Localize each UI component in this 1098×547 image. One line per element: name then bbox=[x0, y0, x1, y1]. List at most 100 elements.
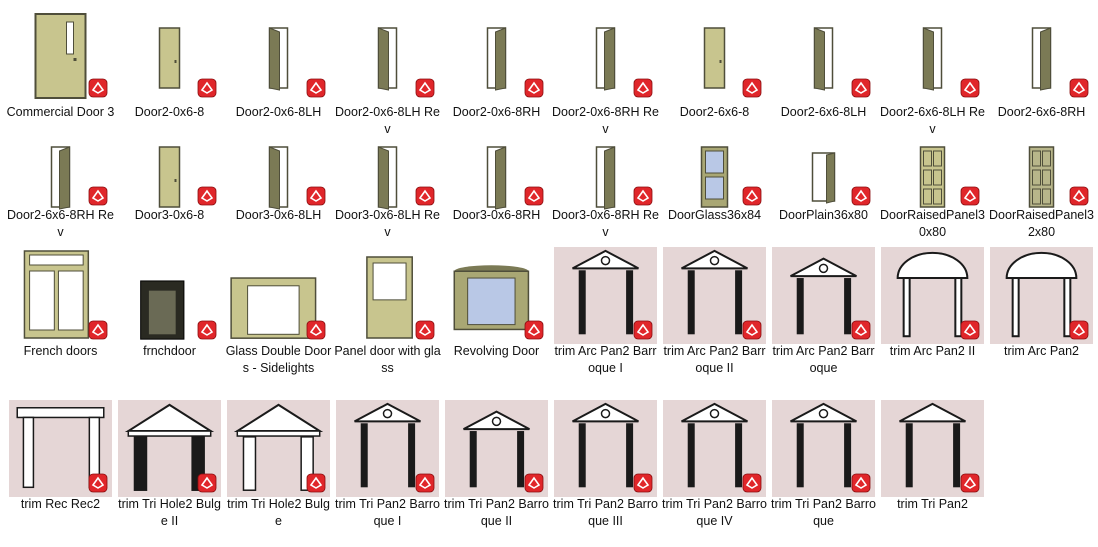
sketchup-file-icon bbox=[633, 186, 653, 206]
component-item[interactable]: Door2-0x6-8RH Rev bbox=[551, 0, 660, 547]
component-thumbnail bbox=[9, 400, 112, 497]
component-thumbnail bbox=[227, 140, 330, 210]
component-label: Door2-6x6-8LH bbox=[780, 105, 867, 119]
sketchup-file-icon bbox=[415, 320, 435, 340]
sketchup-file-icon bbox=[88, 78, 108, 98]
component-label: DoorGlass36x84 bbox=[667, 208, 762, 222]
component-thumbnail bbox=[990, 10, 1093, 102]
sketchup-file-icon bbox=[742, 320, 762, 340]
sketchup-file-icon bbox=[633, 78, 653, 98]
component-item[interactable]: Door2-0x6-8 bbox=[115, 0, 224, 547]
component-item[interactable]: trim Arc Pan2 Barroque I bbox=[551, 0, 660, 547]
component-item[interactable]: trim Tri Hole2 Bulge II bbox=[115, 0, 224, 547]
component-item[interactable]: trim Rec Rec2 bbox=[6, 0, 115, 547]
sketchup-file-icon bbox=[197, 78, 217, 98]
sketchup-file-icon bbox=[524, 78, 544, 98]
component-item[interactable]: Door2-6x6-8LH bbox=[769, 0, 878, 547]
component-thumbnail bbox=[9, 247, 112, 344]
component-label: trim Tri Hole2 Bulge bbox=[227, 497, 330, 528]
component-item[interactable]: Door2-0x6-8LH Rev bbox=[333, 0, 442, 547]
component-label: Door3-0x6-8RH bbox=[452, 208, 541, 222]
component-item[interactable]: Glass Double Doors - Sidelights bbox=[224, 0, 333, 547]
component-item[interactable]: trim Tri Pan2 Barroque III bbox=[551, 0, 660, 547]
component-thumbnail bbox=[445, 400, 548, 497]
component-thumbnail bbox=[445, 140, 548, 210]
component-item[interactable]: Door2-6x6-8RH Rev bbox=[6, 0, 115, 547]
component-label: trim Arc Pan2 II bbox=[889, 344, 976, 358]
component-thumbnail bbox=[772, 140, 875, 210]
sketchup-file-icon bbox=[1069, 78, 1089, 98]
component-label: Door3-0x6-8RH Rev bbox=[552, 208, 659, 239]
component-item[interactable]: frnchdoor bbox=[115, 0, 224, 547]
component-thumbnail bbox=[663, 10, 766, 102]
component-thumbnail bbox=[227, 400, 330, 497]
component-item[interactable]: trim Tri Pan2 Barroque II bbox=[442, 0, 551, 547]
component-label: DoorPlain36x80 bbox=[779, 208, 868, 222]
component-item[interactable]: trim Tri Pan2 Barroque IV bbox=[660, 0, 769, 547]
component-item[interactable]: Door2-0x6-8RH bbox=[442, 0, 551, 547]
component-item[interactable]: Door3-0x6-8 bbox=[115, 0, 224, 547]
component-thumbnail bbox=[118, 247, 221, 344]
sketchup-file-icon bbox=[197, 186, 217, 206]
component-label: trim Tri Pan2 Barroque I bbox=[335, 497, 440, 528]
component-item[interactable]: Door3-0x6-8RH Rev bbox=[551, 0, 660, 547]
sketchup-file-icon bbox=[851, 78, 871, 98]
component-label: trim Tri Hole2 Bulge II bbox=[118, 497, 221, 528]
component-item[interactable]: Door2-0x6-8LH bbox=[224, 0, 333, 547]
component-item[interactable]: DoorGlass36x84 bbox=[660, 0, 769, 547]
component-item[interactable]: French doors bbox=[6, 0, 115, 547]
sketchup-file-icon bbox=[524, 473, 544, 493]
component-item[interactable]: Panel door with glass bbox=[333, 0, 442, 547]
component-label: Commercial Door 3 bbox=[6, 105, 115, 119]
component-item[interactable]: DoorRaisedPanel30x80 bbox=[878, 0, 987, 547]
component-label: Door2-0x6-8LH Rev bbox=[335, 105, 440, 136]
component-label: Door2-0x6-8RH Rev bbox=[552, 105, 659, 136]
component-item[interactable]: Door2-6x6-8 bbox=[660, 0, 769, 547]
sketchup-file-icon bbox=[306, 78, 326, 98]
component-label: Glass Double Doors - Sidelights bbox=[225, 344, 332, 375]
sketchup-file-icon bbox=[960, 320, 980, 340]
component-item[interactable]: Door3-0x6-8LH bbox=[224, 0, 333, 547]
component-thumbnail bbox=[554, 10, 657, 102]
sketchup-file-icon bbox=[197, 320, 217, 340]
component-label: Door2-6x6-8RH Rev bbox=[7, 208, 114, 239]
component-item[interactable]: Revolving Door bbox=[442, 0, 551, 547]
component-item[interactable]: trim Arc Pan2 II bbox=[878, 0, 987, 547]
component-label: DoorRaisedPanel30x80 bbox=[880, 208, 985, 239]
component-item[interactable]: DoorRaisedPanel32x80 bbox=[987, 0, 1096, 547]
component-item[interactable]: Door3-0x6-8RH bbox=[442, 0, 551, 547]
component-label: trim Tri Pan2 Barroque III bbox=[553, 497, 658, 528]
component-item[interactable]: Commercial Door 3 bbox=[6, 0, 115, 547]
sketchup-file-icon bbox=[524, 320, 544, 340]
component-label: trim Arc Pan2 Barroque II bbox=[663, 344, 766, 375]
component-item[interactable]: trim Arc Pan2 bbox=[987, 0, 1096, 547]
sketchup-file-icon bbox=[415, 186, 435, 206]
sketchup-file-icon bbox=[524, 186, 544, 206]
component-item[interactable]: trim Tri Pan2 bbox=[878, 0, 987, 547]
sketchup-file-icon bbox=[742, 78, 762, 98]
component-item[interactable]: Door3-0x6-8LH Rev bbox=[333, 0, 442, 547]
component-label: frnchdoor bbox=[143, 344, 196, 358]
component-label: Door2-0x6-8LH bbox=[235, 105, 322, 119]
component-item[interactable]: Door2-6x6-8LH Rev bbox=[878, 0, 987, 547]
component-thumbnail bbox=[881, 140, 984, 210]
component-item[interactable]: trim Tri Pan2 Barroque I bbox=[333, 0, 442, 547]
component-item[interactable]: trim Tri Hole2 Bulge bbox=[224, 0, 333, 547]
component-thumbnail bbox=[227, 247, 330, 344]
component-item[interactable]: DoorPlain36x80 bbox=[769, 0, 878, 547]
sketchup-file-icon bbox=[851, 186, 871, 206]
sketchup-file-icon bbox=[88, 473, 108, 493]
component-item[interactable]: trim Tri Pan2 Barroque bbox=[769, 0, 878, 547]
component-thumbnail bbox=[663, 247, 766, 344]
component-item[interactable]: trim Arc Pan2 Barroque II bbox=[660, 0, 769, 547]
sketchup-file-icon bbox=[306, 320, 326, 340]
component-item[interactable]: Door2-6x6-8RH bbox=[987, 0, 1096, 547]
component-thumbnail bbox=[772, 247, 875, 344]
component-thumbnail bbox=[881, 10, 984, 102]
component-item[interactable]: trim Arc Pan2 Barroque bbox=[769, 0, 878, 547]
component-thumbnail bbox=[336, 10, 439, 102]
sketchup-file-icon bbox=[306, 186, 326, 206]
component-thumbnail bbox=[118, 10, 221, 102]
component-thumbnail bbox=[336, 247, 439, 344]
component-label: Revolving Door bbox=[453, 344, 540, 358]
